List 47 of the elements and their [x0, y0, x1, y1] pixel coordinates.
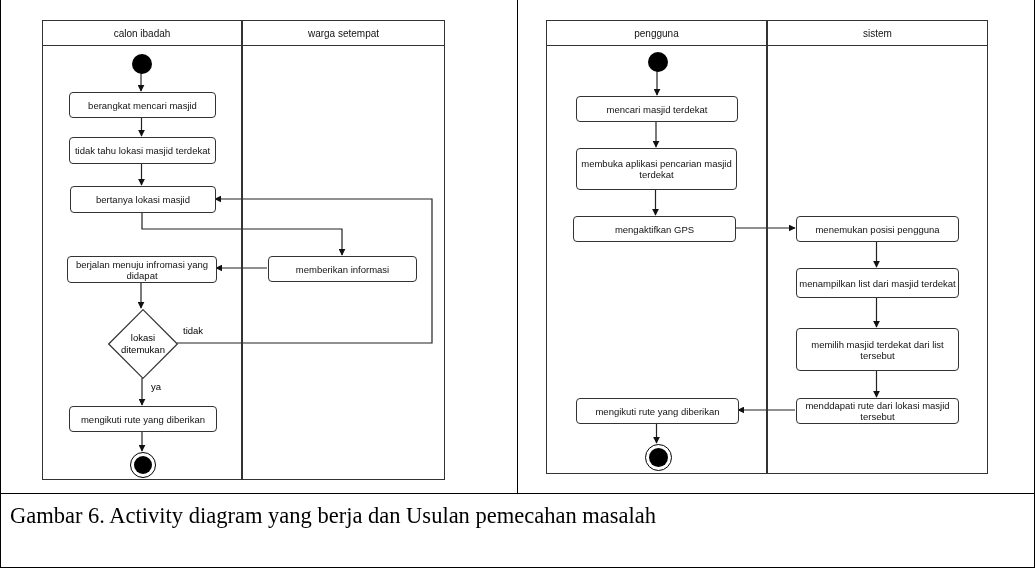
final-node: [645, 444, 672, 471]
arrow: [138, 377, 146, 406]
swimlane: [42, 20, 242, 480]
arrow: [176, 195, 433, 344]
activity-box: mencari masjid terdekat: [576, 96, 738, 122]
swimlane-header: calon ibadah: [43, 21, 241, 46]
activity-box: mengikuti rute yang diberikan: [576, 398, 739, 424]
swimlane-header: sistem: [768, 21, 987, 46]
swimlane: [242, 20, 445, 480]
arrow: [652, 188, 659, 216]
arrow: [138, 116, 145, 137]
swimlane-header: warga setempat: [243, 21, 444, 46]
activity-box: mengikuti rute yang diberikan: [69, 406, 217, 432]
decision-text: lokasi ditemukan: [120, 332, 166, 356]
arrow: [138, 430, 146, 452]
edge-label: tidak: [182, 325, 205, 336]
swimlane: [767, 20, 988, 474]
activity-box: tidak tahu lokasi masjid terdekat: [69, 137, 216, 164]
initial-node: [648, 52, 668, 72]
arrow: [737, 406, 796, 414]
activity-box: membuka aplikasi pencarian masjid terdekat: [576, 148, 737, 190]
final-node: [130, 452, 156, 478]
activity-box: menampilkan list dari masjid terdekat: [796, 268, 959, 298]
arrow: [141, 211, 346, 256]
initial-node: [132, 54, 152, 74]
arrow: [873, 240, 880, 268]
arrow: [215, 264, 268, 272]
arrow: [653, 422, 660, 444]
arrow: [652, 120, 660, 148]
arrow: [873, 369, 880, 398]
activity-box: memberikan informasi: [268, 256, 417, 282]
activity-box: menddapati rute dari lokasi masjid tersebut: [796, 398, 959, 424]
arrow: [137, 72, 145, 92]
activity-box: berjalan menuju infromasi yang didapat: [67, 256, 217, 283]
activity-box: bertanya lokasi masjid: [70, 186, 216, 213]
arrow: [873, 296, 880, 328]
activity-box: memilih masjid terdekat dari list tersebut: [796, 328, 959, 371]
swimlane-header: pengguna: [547, 21, 766, 46]
swimlane: [546, 20, 767, 474]
activity-box: berangkat mencari masjid: [69, 92, 216, 118]
activity-box: mengaktifkan GPS: [573, 216, 736, 242]
arrow: [653, 70, 661, 96]
figure-caption: Gambar 6. Activity diagram yang berja dan Usulan pemecahan masalah: [10, 503, 657, 529]
arrow: [137, 281, 145, 309]
arrow: [734, 224, 796, 232]
activity-box: menemukan posisi pengguna: [796, 216, 959, 242]
arrow: [138, 162, 145, 186]
